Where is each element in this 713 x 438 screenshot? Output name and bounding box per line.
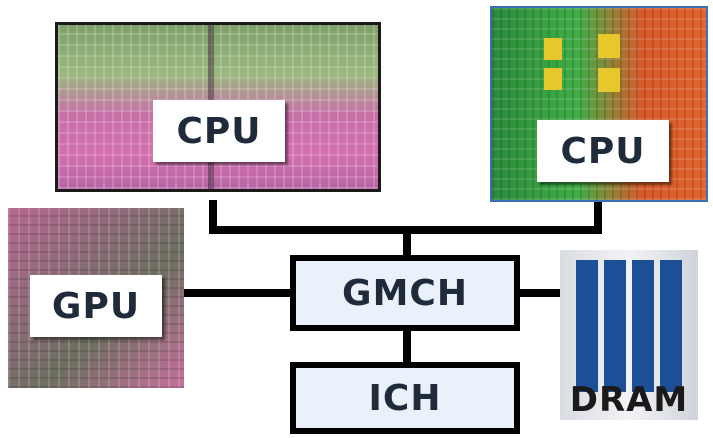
- cpu-right-label-plate: CPU: [537, 120, 669, 182]
- cpu-left-vertical-wire: [209, 200, 217, 232]
- cpu-right-label: CPU: [560, 130, 646, 172]
- gmch-label: GMCH: [342, 272, 468, 314]
- cpu-right-vertical-wire: [594, 200, 602, 232]
- gpu-label-plate: GPU: [30, 275, 162, 337]
- cpu-right-die-image: [490, 6, 708, 202]
- bus-to-gmch-wire: [403, 230, 411, 258]
- gpu-to-gmch-wire: [184, 289, 292, 297]
- gpu-label: GPU: [51, 285, 141, 327]
- ich-label: ICH: [368, 377, 442, 419]
- cpu-left-label: CPU: [176, 110, 262, 152]
- dram-icon: [560, 250, 698, 420]
- gmch-box: GMCH: [290, 255, 520, 331]
- gmch-to-dram-wire: [518, 289, 562, 297]
- gmch-to-ich-wire: [403, 328, 411, 364]
- cpu-left-label-plate: CPU: [153, 100, 285, 162]
- dram-label: DRAM: [569, 380, 689, 420]
- ich-box: ICH: [290, 362, 520, 434]
